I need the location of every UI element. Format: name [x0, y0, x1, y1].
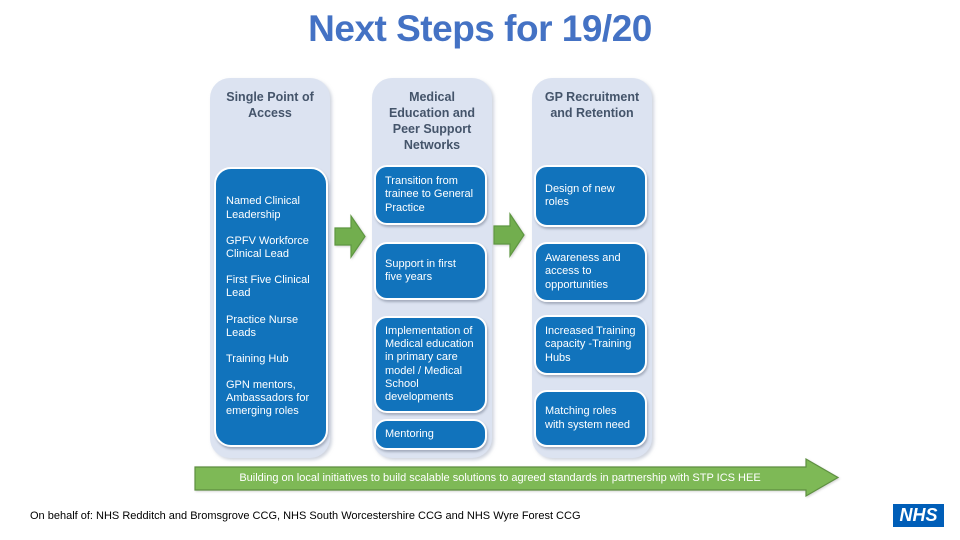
banner-arrow-icon — [194, 457, 840, 498]
box-text: Awareness and access to opportunities — [545, 252, 621, 291]
column-header-single-point-of-access: Single Point of Access — [226, 90, 314, 120]
list-item-gpn-mentors: GPN mentors, Ambassadors for emerging ro… — [226, 379, 310, 418]
box-text: Increased Training capacity -Training Hu… — [545, 325, 636, 364]
list-item-training-hub: Training Hub — [226, 352, 289, 365]
right-arrow-icon — [334, 214, 366, 259]
box-design-of-new-roles: Design of new roles — [534, 165, 647, 227]
list-item-practice-nurse-leads: Practice Nurse Leads — [226, 313, 299, 339]
list-item-gpfv-workforce-clinical-lead: GPFV Workforce Clinical Lead — [226, 234, 309, 260]
box-text: Design of new roles — [545, 182, 615, 208]
box-increased-training-capacity: Increased Training capacity -Training Hu… — [534, 315, 647, 375]
right-arrow-icon — [493, 212, 525, 258]
slide-title: Next Steps for 19/20 — [308, 8, 652, 49]
box-mentoring: Mentoring — [374, 419, 487, 450]
banner-text: Building on local initiatives to build s… — [239, 472, 761, 484]
box-text: Transition from trainee to General Pract… — [385, 175, 474, 214]
box-transition-from-trainee: Transition from trainee to General Pract… — [374, 165, 487, 225]
nhs-logo-text: NHS — [899, 505, 938, 525]
column-header-medical-education: Medical Education and Peer Support Netwo… — [388, 90, 476, 152]
nhs-logo: NHS — [893, 504, 944, 527]
box-text: Implementation of Medical education in p… — [385, 324, 474, 403]
banner-arrow: Building on local initiatives to build s… — [194, 457, 840, 498]
single-point-items-box: Named Clinical Leadership GPFV Workforce… — [214, 167, 328, 447]
box-text: Mentoring — [385, 427, 434, 440]
box-support-first-five-years: Support in first five years — [374, 242, 487, 300]
box-text: Matching roles with system need — [545, 405, 630, 431]
column-header-gp-recruitment: GP Recruitment and Retention — [544, 90, 640, 120]
box-matching-roles: Matching roles with system need — [534, 390, 647, 447]
box-text: Support in first five years — [385, 257, 456, 283]
box-awareness-and-access: Awareness and access to opportunities — [534, 242, 647, 302]
list-item-named-clinical-leadership: Named Clinical Leadership — [226, 195, 300, 221]
list-item-first-five-clinical-lead: First Five Clinical Lead — [226, 274, 310, 300]
box-implementation-medical-education: Implementation of Medical education in p… — [374, 316, 487, 413]
footer-attribution: On behalf of: NHS Redditch and Bromsgrov… — [30, 510, 581, 522]
